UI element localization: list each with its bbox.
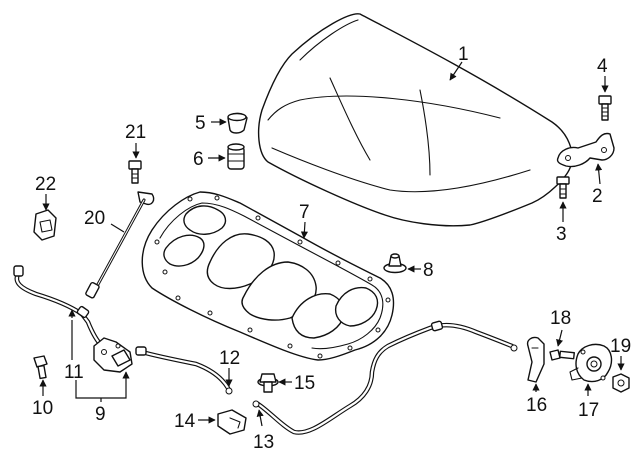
rod-holder-clip[interactable] bbox=[33, 209, 57, 241]
callout-12: 12 bbox=[219, 348, 240, 369]
latch-bolt[interactable] bbox=[33, 355, 48, 380]
handle-bolt[interactable] bbox=[549, 349, 575, 361]
callout-19: 19 bbox=[610, 336, 631, 357]
callout-15: 15 bbox=[294, 373, 315, 394]
insulator-clip[interactable] bbox=[383, 253, 407, 274]
leader-lines bbox=[39, 61, 625, 427]
release-cable-front[interactable] bbox=[13, 265, 105, 349]
callout-5: 5 bbox=[195, 113, 206, 134]
hood-hinge[interactable] bbox=[556, 132, 615, 168]
callout-20: 20 bbox=[84, 208, 105, 229]
callout-13: 13 bbox=[253, 432, 274, 453]
release-actuator[interactable] bbox=[569, 343, 613, 383]
prop-rod-bolt[interactable] bbox=[128, 160, 142, 184]
callout-9: 9 bbox=[95, 404, 106, 425]
callout-2: 2 bbox=[592, 186, 603, 207]
hood-support-rod[interactable] bbox=[85, 191, 155, 299]
actuator-nut[interactable] bbox=[612, 373, 630, 393]
release-handle[interactable] bbox=[526, 336, 545, 383]
hood-cushion[interactable] bbox=[227, 143, 245, 170]
hood-insulator[interactable] bbox=[141, 191, 395, 361]
release-cable-rear[interactable] bbox=[252, 320, 518, 435]
hinge-bolt-lower[interactable] bbox=[556, 176, 570, 199]
release-cable-middle[interactable] bbox=[135, 346, 233, 395]
callout-18: 18 bbox=[550, 308, 571, 329]
hood-latch[interactable] bbox=[93, 337, 133, 373]
callout-7: 7 bbox=[299, 202, 310, 223]
hood-panel[interactable] bbox=[257, 13, 573, 227]
callout-21: 21 bbox=[125, 122, 146, 143]
cable-grommet[interactable] bbox=[257, 373, 279, 393]
callout-8: 8 bbox=[423, 260, 434, 281]
callout-22: 22 bbox=[35, 174, 56, 195]
hinge-bolt-upper[interactable] bbox=[598, 95, 612, 121]
hood-bumper-stop[interactable] bbox=[227, 112, 248, 134]
callout-14: 14 bbox=[174, 411, 196, 432]
callout-labels: 1 2 3 4 5 6 7 8 9 10 11 12 13 14 15 16 1… bbox=[32, 44, 631, 453]
callout-17: 17 bbox=[578, 400, 599, 421]
cable-bracket[interactable] bbox=[217, 409, 247, 435]
callout-16: 16 bbox=[526, 395, 547, 416]
callout-6: 6 bbox=[193, 149, 204, 170]
callout-11: 11 bbox=[64, 362, 84, 383]
callout-4: 4 bbox=[597, 56, 608, 77]
callout-1: 1 bbox=[458, 44, 469, 65]
callout-3: 3 bbox=[556, 224, 567, 245]
callout-10: 10 bbox=[32, 398, 53, 419]
